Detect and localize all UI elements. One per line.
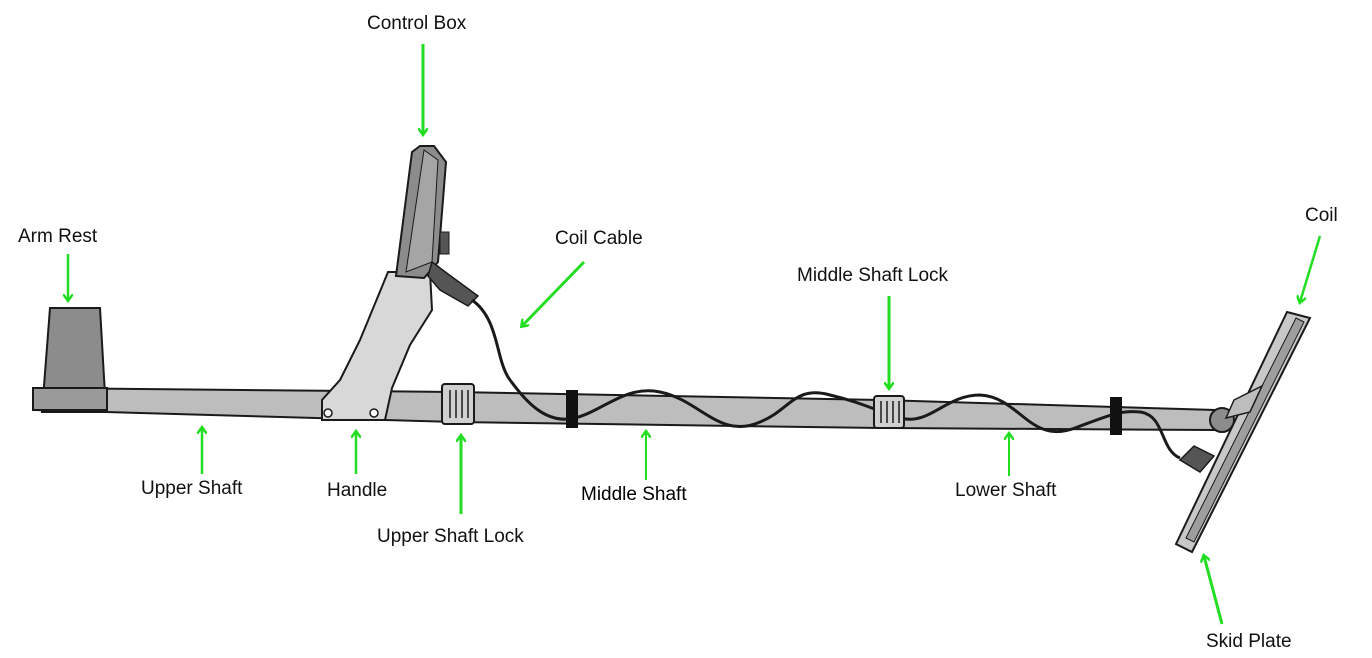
middle-shaft [454,390,881,430]
upper-shaft-lock [441,383,475,425]
arm-rest [32,307,108,413]
label-arm-rest: Arm Rest [18,226,98,247]
cable-strap [566,390,578,428]
label-coil: Coil [1305,205,1338,226]
label-coil-cable: Coil Cable [555,228,643,249]
handle [321,271,434,421]
middle-shaft-lock [873,395,905,429]
label-upper-shaft-lock: Upper Shaft Lock [377,526,524,547]
control-box [394,145,480,307]
label-middle-shaft: Middle Shaft [581,484,687,505]
label-handle: Handle [327,480,388,501]
annotation-arrows [68,44,1322,625]
coil [1174,310,1312,554]
label-middle-shaft-lock: Middle Shaft Lock [797,265,949,286]
arrow-skid-plate [1204,556,1224,625]
arrow-coil [1300,235,1322,302]
label-control-box: Control Box [367,13,467,34]
coil-cable [471,298,1181,460]
label-lower-shaft: Lower Shaft [955,480,1057,501]
label-skid-plate: Skid Plate [1206,631,1292,652]
label-upper-shaft: Upper Shaft [141,478,243,499]
arrow-coil-cable [522,260,586,326]
cable-strap [1110,397,1122,435]
